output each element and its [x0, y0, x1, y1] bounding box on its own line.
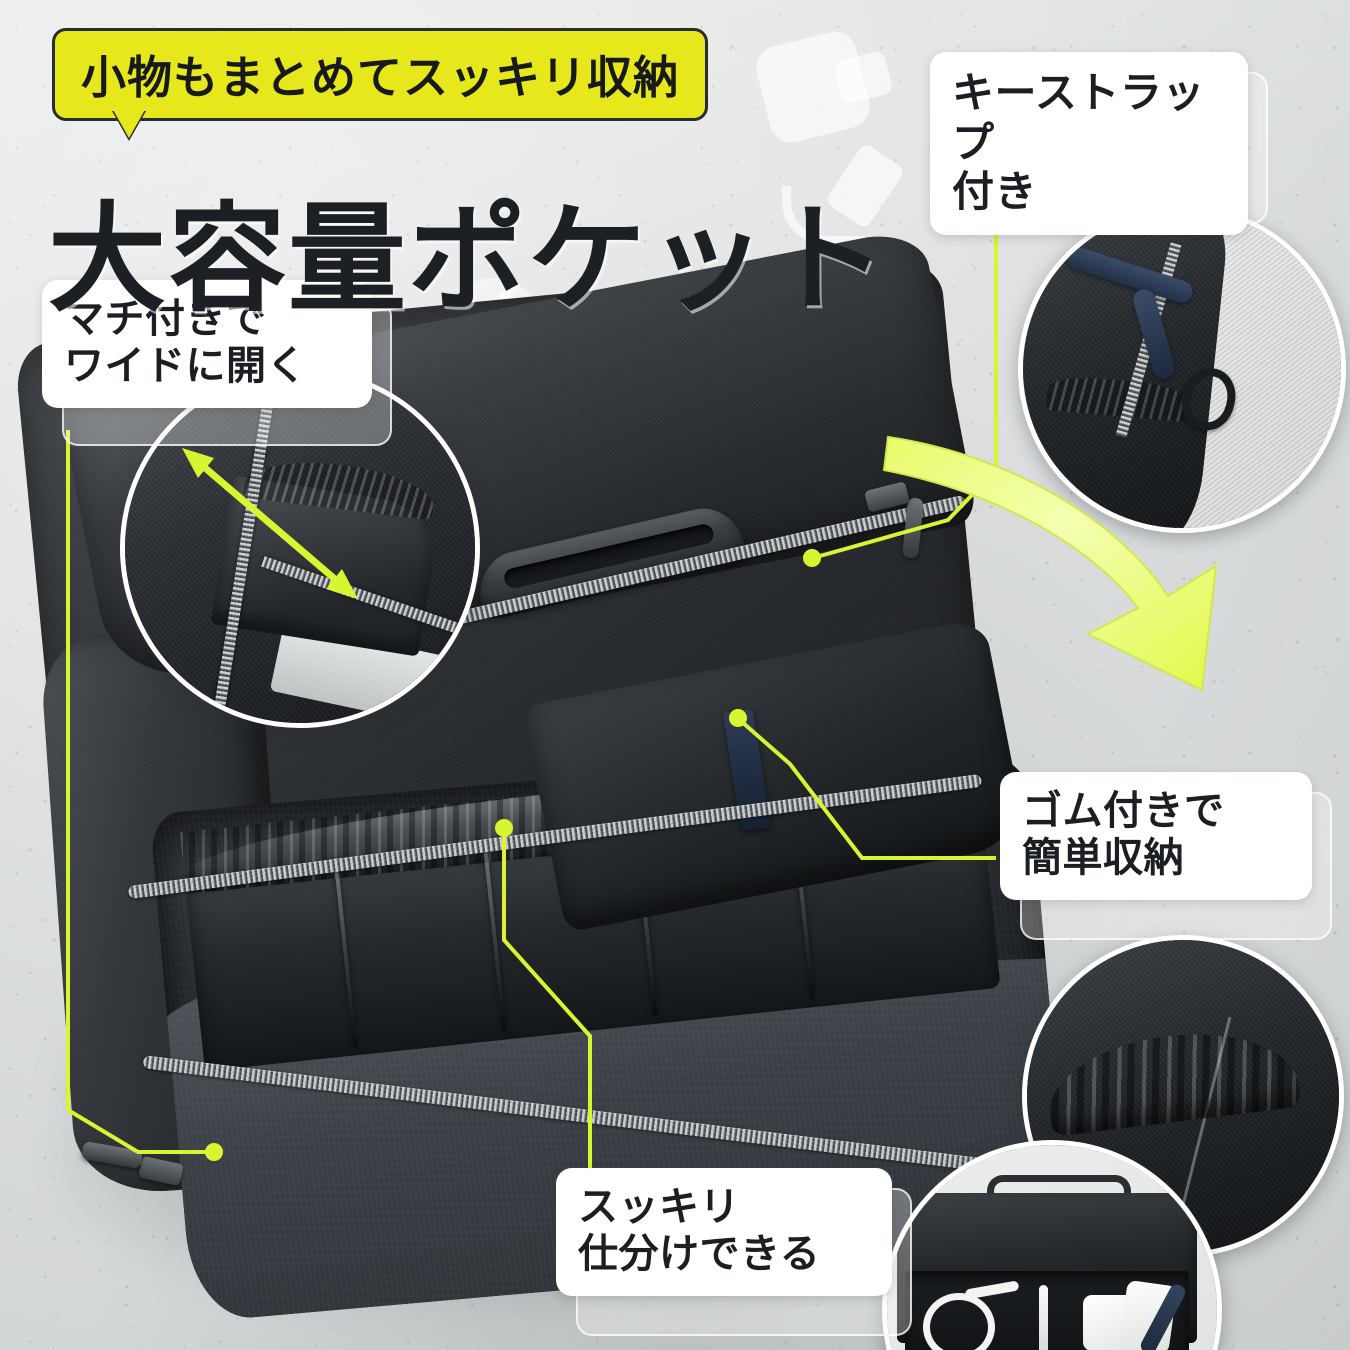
stylus-item [1039, 1285, 1048, 1350]
promo-badge-label: 小物もまとめてスッキリ収納 [81, 52, 680, 103]
promo-badge: 小物もまとめてスッキリ収納 [52, 28, 709, 121]
callout-sorting-label: スッキリ 仕分けできる [578, 1185, 821, 1277]
packed-bag-handle [987, 1175, 1131, 1208]
callout-elastic-label: ゴム付きで 簡単収納 [1022, 789, 1225, 881]
coiled-cable-item [923, 1293, 995, 1350]
promo-badge-pointer [112, 108, 146, 138]
key-strap-detail-photo [1018, 205, 1346, 533]
callout-gusset-label: マチ付きで ワイドに開く [64, 297, 307, 389]
callout-elastic: ゴム付きで 簡単収納 [1000, 772, 1312, 901]
callout-sorting: スッキリ 仕分けできる [556, 1168, 892, 1297]
callout-key-strap-label: キーストラップ 付き [952, 69, 1205, 216]
page-title: 大容量ポケット [48, 194, 889, 327]
callout-key-strap: キーストラップ 付き [930, 52, 1248, 235]
callout-gusset: マチ付きで ワイドに開く [42, 280, 372, 409]
packed-bag-photo [882, 1140, 1222, 1350]
